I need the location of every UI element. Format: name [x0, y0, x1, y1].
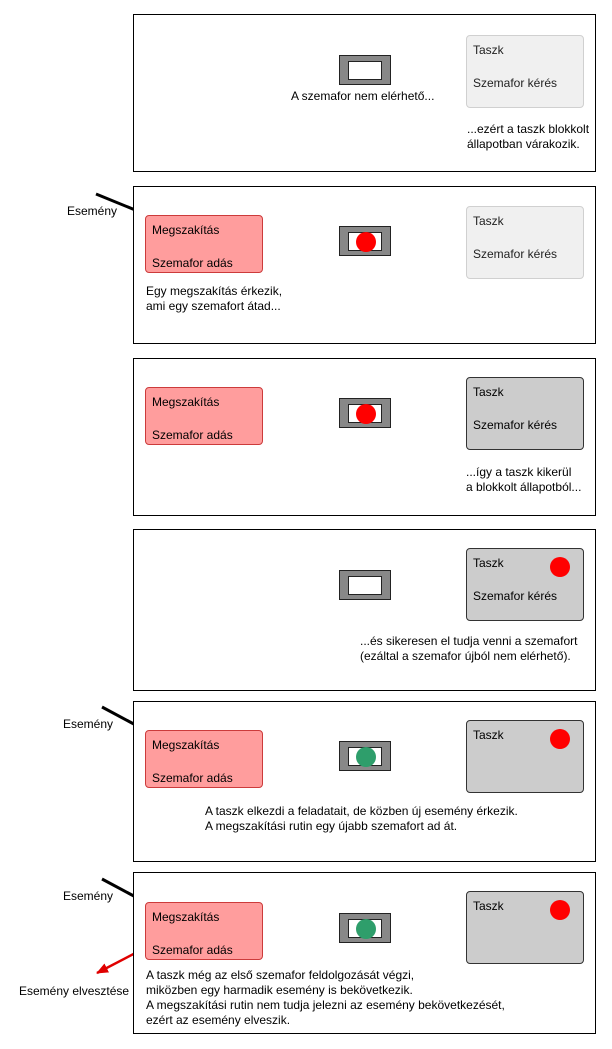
interrupt-action-label: Szemafor adás [152, 943, 233, 957]
semaphore-token [356, 747, 376, 767]
interrupt-box: Megszakítás Szemafor adás [145, 215, 263, 273]
task-box: Taszk [466, 720, 584, 793]
semaphore-with-token [339, 741, 391, 771]
task-label: Taszk [473, 728, 504, 742]
semaphore-with-token [339, 226, 391, 256]
interrupt-box: Megszakítás Szemafor adás [145, 730, 263, 788]
panel-caption: A taszk elkezdi a feladatait, de közben … [205, 804, 518, 833]
task-box: Taszk [466, 891, 584, 964]
task-held-token [550, 557, 570, 577]
interrupt-box: Megszakítás Szemafor adás [145, 902, 263, 960]
task-held-token [550, 729, 570, 749]
task-label: Taszk [473, 43, 504, 57]
interrupt-action-label: Szemafor adás [152, 771, 233, 785]
semaphore-empty [339, 570, 391, 600]
semaphore-slot [348, 576, 382, 595]
interrupt-label: Megszakítás [152, 395, 220, 409]
interrupt-label: Megszakítás [152, 738, 220, 752]
interrupt-action-label: Szemafor adás [152, 428, 233, 442]
event-label: Esemény [63, 717, 114, 731]
task-action-label: Szemafor kérés [473, 589, 558, 603]
task-box: Taszk Szemafor kérés [466, 548, 584, 621]
semaphore-slot [348, 61, 382, 80]
semaphore-slot [348, 747, 382, 767]
interrupt-label: Megszakítás [152, 223, 220, 237]
panel-caption: A taszk még az első szemafor feldolgozás… [146, 968, 505, 1027]
interrupt-action-label: Szemafor adás [152, 256, 233, 270]
semaphore-with-token [339, 913, 391, 943]
semaphore-caption: A szemafor nem elérhető... [291, 89, 435, 103]
semaphore-slot [348, 919, 382, 939]
task-box: Taszk Szemafor kérés [466, 377, 584, 450]
panel-caption: Egy megszakítás érkezik,ami egy szemafor… [146, 284, 283, 313]
interrupt-label: Megszakítás [152, 910, 220, 924]
semaphore-token [356, 404, 376, 424]
semaphore-slot [348, 404, 382, 424]
panel-caption: ...és sikeresen el tudja venni a szemafo… [360, 634, 578, 663]
semaphore-token [356, 232, 376, 252]
task-held-token [550, 900, 570, 920]
semaphore-slot [348, 232, 382, 252]
semaphore-token [356, 919, 376, 939]
event-label: Esemény [63, 889, 114, 903]
task-label: Taszk [473, 214, 504, 228]
task-label: Taszk [473, 556, 504, 570]
task-box: Taszk Szemafor kérés [466, 206, 584, 279]
task-action-label: Szemafor kérés [473, 418, 558, 432]
task-action-label: Szemafor kérés [473, 247, 558, 261]
task-box: Taszk Szemafor kérés [466, 35, 584, 108]
event-lost-label: Esemény elvesztése [19, 984, 130, 998]
semaphore-with-token [339, 398, 391, 428]
semaphore-empty [339, 55, 391, 85]
task-action-label: Szemafor kérés [473, 76, 558, 90]
interrupt-box: Megszakítás Szemafor adás [145, 387, 263, 445]
event-label: Esemény [67, 204, 118, 218]
task-label: Taszk [473, 899, 504, 913]
task-label: Taszk [473, 385, 504, 399]
